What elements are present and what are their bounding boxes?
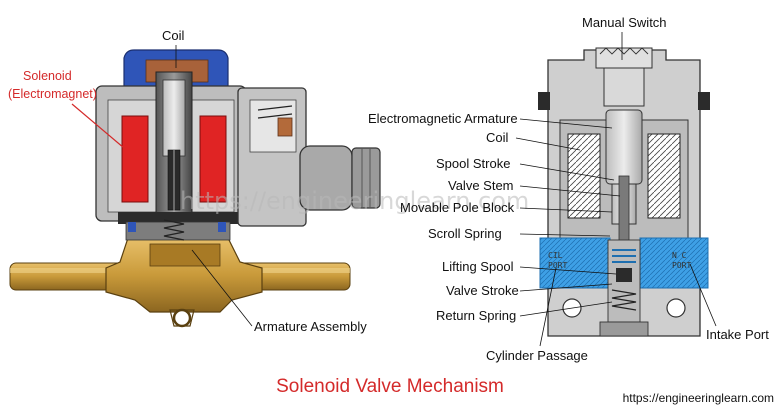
left-valve-illustration: https://engineeringlearn.com Coil Soleno… [8,28,529,334]
leader-intake-port [689,263,717,327]
label-manual-switch: Manual Switch [582,15,667,30]
lifting-spool-part [616,268,632,282]
leader-coil-right [515,137,581,151]
leader-armature-assembly [191,249,253,327]
leader-valve-stem [519,185,621,197]
electromagnetic-armature-part [605,109,643,185]
label-scroll-spring: Scroll Spring [428,226,502,241]
label-cylinder-passage: Cylinder Passage [486,348,588,363]
leader-cylinder-passage [539,267,557,347]
label-spool-stroke: Spool Stroke [436,156,510,171]
leader-valve-stroke [519,283,613,292]
label-movable-pole-block: Movable Pole Block [400,200,515,215]
label-coil-right: Coil [486,130,509,145]
valve-stem-part [618,175,630,251]
port-label-cil: CIL [548,251,563,260]
leader-movable-pole-block [519,207,613,213]
label-intake-port: Intake Port [706,327,769,342]
label-armature-assembly: Armature Assembly [254,319,367,334]
leader-scroll-spring [519,233,611,237]
label-coil-left: Coil [162,28,185,43]
right-valve-cross-section: CIL PORT N C PORT Manual Switch Electrom… [368,15,769,363]
electrical-connector [237,87,381,227]
label-valve-stem: Valve Stem [448,178,514,193]
leader-return-spring [519,301,613,317]
return-spring-part [611,289,637,311]
leader-solenoid [71,103,125,149]
brass-valve-body [105,237,263,328]
label-solenoid: Solenoid [23,69,72,83]
watermark-text: https://engineeringlearn.com [180,187,529,215]
coil-red-right [199,115,227,203]
manual-switch-part [595,47,653,107]
figure-title: Solenoid Valve Mechanism [276,376,504,397]
cylinder-port: CIL PORT [539,237,611,289]
leader-lifting-spool [519,266,617,275]
port-label-nc-port: PORT [672,261,691,270]
label-valve-stroke: Valve Stroke [446,283,519,298]
label-electromagnetic-armature: Electromagnetic Armature [368,111,518,126]
intake-port-part: N C PORT [639,237,709,289]
valve-body-outline: CIL PORT N C PORT [538,47,710,337]
leader-spool-stroke [519,163,615,181]
coil-right-winding [647,133,681,219]
label-lifting-spool: Lifting Spool [442,259,514,274]
source-url: https://engineeringlearn.com [623,391,774,405]
leader-electromagnetic-armature [519,118,613,129]
port-label-nc: N C [672,251,687,260]
coil-red-left [121,115,149,203]
label-electromagnet: (Electromagnet) [8,87,97,101]
label-return-spring: Return Spring [436,308,516,323]
port-label-cil-port: PORT [548,261,567,270]
coil-housing [95,71,247,241]
coil-left-winding [567,133,601,219]
